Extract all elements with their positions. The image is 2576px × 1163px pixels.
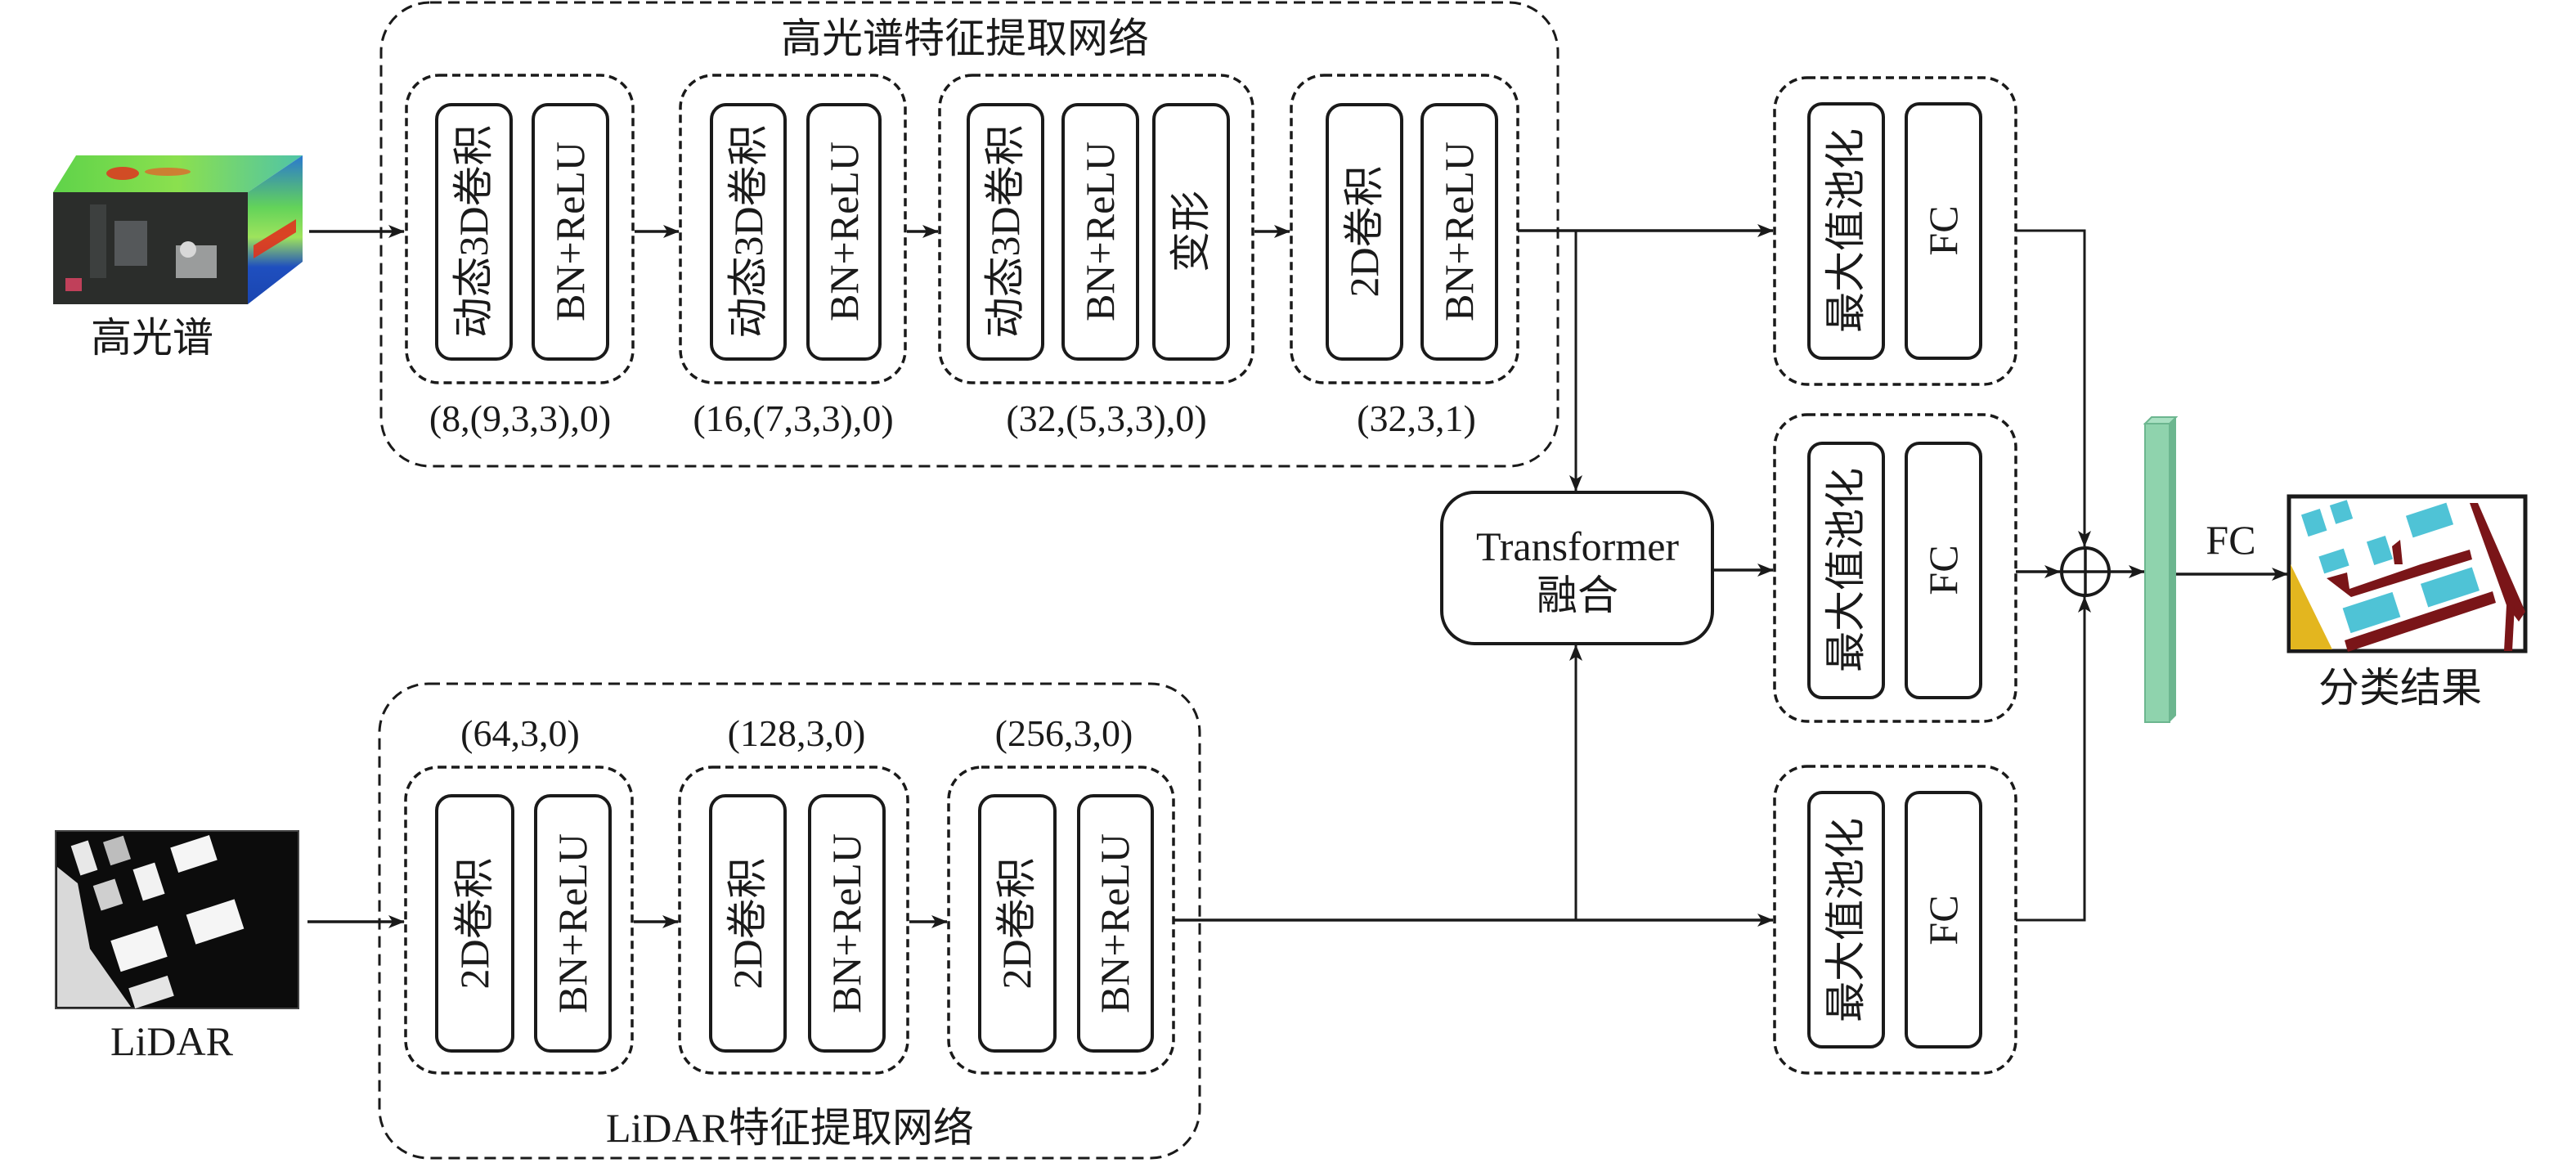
block-bn-relu <box>806 103 882 361</box>
block-label: 2D卷积 <box>994 857 1039 989</box>
block-label: BN+ReLU <box>547 141 593 321</box>
hyperspectral-input-label: 高光谱 <box>91 315 213 361</box>
transformer-label: Transformer <box>1476 523 1679 569</box>
lidar-image <box>55 830 299 1009</box>
block-label: BN+ReLU <box>1092 833 1138 1013</box>
block-label: BN+ReLU <box>824 833 869 1013</box>
block-dynamic-3d-conv <box>710 103 787 361</box>
block-label: BN+ReLU <box>821 141 867 321</box>
block-reshape <box>1152 103 1230 361</box>
head-3-lidar: 最大值池化 FC <box>1773 765 2017 1075</box>
block-label: 2D卷积 <box>725 857 770 989</box>
stage-params: (16,(7,3,3),0) <box>693 397 893 439</box>
block-max-pooling <box>1807 442 1885 699</box>
sum-node-icon <box>2060 546 2111 597</box>
stage-params: (64,3,0) <box>460 712 580 754</box>
block-dynamic-3d-conv <box>967 103 1044 361</box>
lidar-network-container <box>378 682 1201 1160</box>
block-bn-relu <box>1077 794 1154 1053</box>
block-2d-conv <box>1326 103 1403 361</box>
stage-params: (32,(5,3,3),0) <box>1006 397 1206 439</box>
block-label: BN+ReLU <box>1077 141 1123 321</box>
block-dynamic-3d-conv <box>435 103 513 361</box>
stage-params: (32,3,1) <box>1357 397 1476 439</box>
head-1-hs: 最大值池化 FC <box>1773 76 2017 386</box>
block-label: 动态3D卷积 <box>982 124 1028 338</box>
lidar-network-title: LiDAR特征提取网络 <box>606 1105 974 1151</box>
fused-feature-vector <box>2143 416 2179 723</box>
lidar-stage-3: (256,3,0) 2D卷积 BN+ReLU <box>947 712 1175 1075</box>
block-label: 最大值池化 <box>1823 818 1869 1022</box>
block-label: 动态3D卷积 <box>725 124 771 338</box>
hs-stage-1: 动态3D卷积 BN+ReLU (8,(9,3,3),0) <box>405 74 635 439</box>
block-fc <box>1905 102 1982 360</box>
hs-stage-3: 动态3D卷积 BN+ReLU 变形 (32,(5,3,3),0) <box>938 74 1254 439</box>
block-2d-conv <box>709 794 787 1053</box>
head-2-fusion: 最大值池化 FC <box>1773 413 2017 723</box>
lidar-stage-2: (128,3,0) 2D卷积 BN+ReLU <box>678 712 909 1075</box>
lidar-input-label: LiDAR <box>110 1018 234 1064</box>
block-label: 变形 <box>1168 191 1214 272</box>
block-label: 2D卷积 <box>451 857 497 989</box>
stage-params: (8,(9,3,3),0) <box>429 397 611 439</box>
block-max-pooling <box>1807 102 1885 360</box>
fusion-label: 融合 <box>1537 573 1618 618</box>
hs-network-title: 高光谱特征提取网络 <box>781 16 1149 61</box>
hs-stage-2: 动态3D卷积 BN+ReLU (16,(7,3,3),0) <box>679 74 907 439</box>
block-fc <box>1905 791 1982 1048</box>
stage-params: (256,3,0) <box>995 712 1133 754</box>
block-max-pooling <box>1807 791 1885 1048</box>
hs-network-container <box>379 1 1560 468</box>
hyperspectral-cube-image <box>53 155 303 304</box>
hs-stage-4: 2D卷积 BN+ReLU (32,3,1) <box>1290 74 1519 439</box>
block-label: BN+ReLU <box>1436 141 1482 321</box>
classification-result-label: 分类结果 <box>2318 665 2482 711</box>
block-2d-conv <box>435 794 514 1053</box>
lidar-stage-1: (64,3,0) 2D卷积 BN+ReLU <box>404 712 634 1075</box>
block-label: BN+ReLU <box>550 833 595 1013</box>
block-label: FC <box>1920 545 1966 595</box>
block-label: FC <box>1920 895 1966 945</box>
block-2d-conv <box>978 794 1057 1053</box>
block-bn-relu <box>1420 103 1498 361</box>
output-fc-label: FC <box>2206 517 2255 563</box>
block-fc <box>1905 442 1982 699</box>
transformer-fusion-block <box>1440 491 1714 645</box>
block-bn-relu <box>808 794 886 1053</box>
block-label: 2D卷积 <box>1341 165 1387 297</box>
block-label: 最大值池化 <box>1823 128 1869 333</box>
arrow-head-3-to-sum <box>2016 596 2091 922</box>
classification-map-image <box>2287 494 2528 653</box>
block-bn-relu <box>534 794 612 1053</box>
block-bn-relu <box>532 103 609 361</box>
block-label: FC <box>1920 205 1966 255</box>
block-label: 最大值池化 <box>1823 468 1869 672</box>
block-label: 动态3D卷积 <box>451 124 496 338</box>
block-bn-relu <box>1061 103 1139 361</box>
stage-params: (128,3,0) <box>728 712 866 754</box>
arrow-head-1-to-sum <box>2016 229 2091 547</box>
